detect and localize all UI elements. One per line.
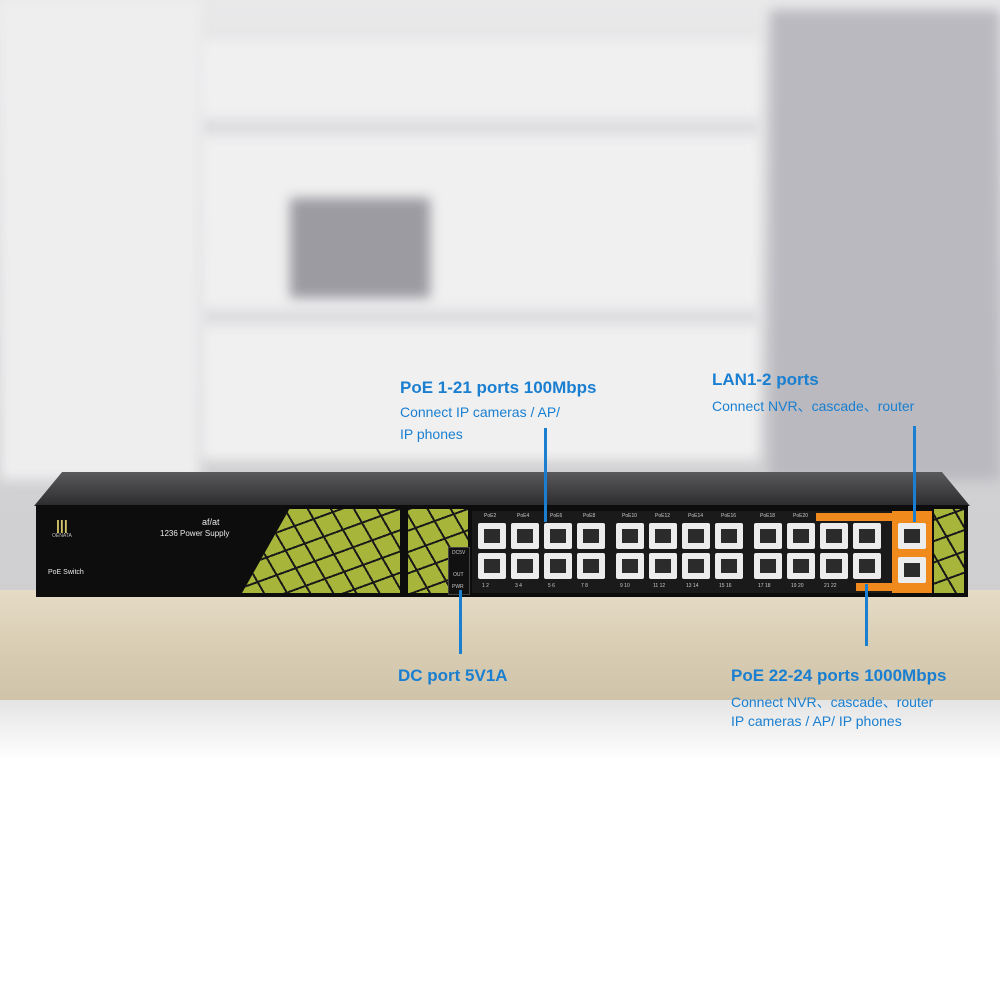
background-wall-left — [0, 0, 200, 480]
poe-port[interactable] — [715, 523, 743, 549]
poe-port[interactable] — [616, 523, 644, 549]
port-number-label: 13 14 — [686, 583, 699, 589]
poe-port[interactable] — [754, 553, 782, 579]
poe-port[interactable] — [853, 553, 881, 579]
poe-port[interactable] — [649, 523, 677, 549]
brand-logo: ||| — [56, 517, 68, 533]
poe-port[interactable] — [511, 553, 539, 579]
dc-label: DC5V — [452, 550, 466, 556]
lan-port-2[interactable] — [898, 557, 926, 583]
port-top-label: PoE20 — [793, 513, 809, 519]
poe-port[interactable] — [616, 553, 644, 579]
poe-port[interactable] — [511, 523, 539, 549]
port-top-label: PoE12 — [655, 513, 671, 519]
callout-poe-22-24-line1: Connect NVR、cascade、router — [731, 694, 934, 710]
decorative-lime-panel-left — [242, 509, 400, 593]
callout-poe-1-21-line1: Connect IP cameras / AP/ — [400, 404, 561, 420]
poe-port[interactable] — [787, 523, 815, 549]
poe-port[interactable] — [649, 553, 677, 579]
port-block: PoE2 1 2 PoE4 3 4 PoE6 5 6 PoE8 7 8 PoE10 9 10 PoE… — [472, 511, 892, 593]
background-cabinet — [770, 10, 1000, 480]
port-top-label: PoE10 — [622, 513, 638, 519]
port-number-label: 21 22 — [824, 583, 837, 589]
brand-text: OENATA — [52, 533, 72, 539]
poe-port[interactable] — [820, 523, 848, 549]
port-number-label: 19 20 — [791, 583, 804, 589]
background-tv — [290, 198, 430, 298]
callout-poe-1-21-line2: IP phones — [400, 426, 463, 442]
poe-port[interactable] — [478, 553, 506, 579]
poe-port[interactable] — [478, 523, 506, 549]
switch-top-cover — [34, 472, 970, 506]
lan-port-1[interactable] — [898, 523, 926, 549]
gigabit-highlight-bottom — [856, 583, 892, 591]
poe-port[interactable] — [544, 553, 572, 579]
gigabit-highlight — [816, 513, 892, 521]
port-number-label: 3 4 — [515, 583, 522, 589]
standard-text: af/at — [202, 517, 220, 527]
port-top-label: PoE18 — [760, 513, 776, 519]
port-number-label: 7 8 — [581, 583, 588, 589]
decorative-lime-panel-right — [934, 509, 964, 593]
leader-dc — [459, 590, 462, 654]
port-top-label: PoE8 — [583, 513, 596, 519]
background-shelf-bar — [200, 310, 760, 324]
callout-poe-22-24-line2: IP cameras / AP/ IP phones — [731, 713, 902, 729]
port-top-label: PoE14 — [688, 513, 704, 519]
poe-port[interactable] — [787, 553, 815, 579]
port-number-label: 1 2 — [482, 583, 489, 589]
poe-port[interactable] — [754, 523, 782, 549]
port-top-label: PoE6 — [550, 513, 563, 519]
poe-port[interactable] — [577, 523, 605, 549]
port-top-label: PoE2 — [484, 513, 497, 519]
model-text: PoE Switch — [48, 569, 84, 576]
out-label: OUT — [453, 572, 464, 578]
poe-port[interactable] — [682, 553, 710, 579]
pwr-label: PWR — [452, 584, 464, 590]
dc-power-panel: DC5V OUT PWR — [448, 547, 470, 595]
callout-lan-title: LAN1-2 ports — [712, 370, 819, 389]
callout-poe-1-21-title: PoE 1-21 ports 100Mbps — [400, 378, 597, 397]
callout-dc-title: DC port 5V1A — [398, 666, 508, 685]
port-number-label: 11 12 — [653, 583, 666, 589]
switch-front-panel: ||| OENATA af/at 1236 Power Supply PoE S… — [36, 505, 968, 597]
port-number-label: 17 18 — [758, 583, 771, 589]
port-top-label: PoE4 — [517, 513, 530, 519]
poe-port[interactable] — [577, 553, 605, 579]
background-shelf-bar — [200, 120, 760, 134]
leader-poe-1-21 — [544, 428, 547, 522]
power-text: 1236 Power Supply — [160, 529, 230, 538]
port-number-label: 5 6 — [548, 583, 555, 589]
leader-lan — [913, 426, 916, 522]
callout-poe-22-24-title: PoE 22-24 ports 1000Mbps — [731, 666, 947, 685]
port-number-label: 15 16 — [719, 583, 732, 589]
poe-port[interactable] — [820, 553, 848, 579]
wooden-shelf — [0, 590, 1000, 700]
shelf-shadow — [0, 700, 1000, 760]
poe-port[interactable] — [715, 553, 743, 579]
poe-port[interactable] — [544, 523, 572, 549]
poe-port[interactable] — [853, 523, 881, 549]
leader-poe-22-24 — [865, 584, 868, 646]
port-top-label: PoE16 — [721, 513, 737, 519]
port-number-label: 9 10 — [620, 583, 630, 589]
callout-lan-line1: Connect NVR、cascade、router — [712, 398, 915, 414]
poe-port[interactable] — [682, 523, 710, 549]
lan-port-block — [892, 511, 932, 593]
